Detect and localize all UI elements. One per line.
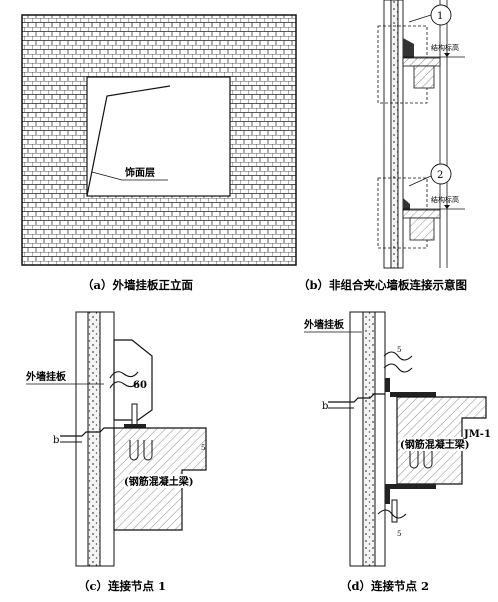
beam-label: (钢筋混凝土梁) (124, 475, 193, 488)
jm-label: JM-1 (463, 429, 491, 440)
panel-joint (60, 427, 114, 437)
elev-label-2: 结构标高 (431, 195, 459, 204)
caption-d: （d）连接节点 2 (340, 579, 429, 593)
elev-mark-2 (444, 205, 450, 209)
anchor-bar (109, 371, 139, 379)
detail-marker-2-label: 2 (437, 170, 443, 181)
upper-steel-angle (385, 378, 436, 397)
caption-a: （a）外墙挂板正立面 (82, 278, 193, 292)
wall-inner-leaf (397, 0, 404, 269)
dim-b: b (322, 401, 328, 412)
slab-2 (402, 209, 441, 219)
panel-c-detail: 60 (钢筋混凝土梁) 外墙挂板 b 5 （c）连接节点 1 (25, 311, 207, 593)
caption-b: （b）非组合夹心墙板连接示意图 (298, 278, 467, 292)
beam-1 (413, 65, 435, 89)
anchor-bar (109, 381, 139, 389)
connection-detail-box-2 (377, 177, 428, 249)
steel-plate (124, 424, 146, 428)
wall-panel-label: 外墙挂板 (25, 370, 67, 383)
wall-outer-leaf (383, 0, 392, 269)
panel-insulation (362, 311, 376, 567)
dim-5-bottom: 5 (397, 530, 401, 538)
finish-leader (91, 171, 123, 181)
panel-insulation (87, 311, 101, 567)
panel-joint (328, 393, 385, 403)
dim-60: 60 (133, 380, 147, 391)
beam-label: (钢筋混凝土梁) (400, 438, 469, 451)
beam-label-bg (400, 437, 466, 451)
dim-5: 5 (201, 444, 205, 452)
finish-layer-outline (86, 85, 171, 197)
marker-leader-1 (408, 14, 432, 23)
upper-anchor (383, 363, 413, 373)
elev-mark-1 (444, 53, 450, 57)
panel-outer-leaf (75, 311, 89, 567)
dim-5-top: 5 (397, 346, 401, 354)
beam-label-bg (124, 474, 194, 488)
caption-c: （c）连接节点 1 (78, 579, 166, 593)
detail-marker-2 (430, 163, 452, 185)
elev-label-1: 结构标高 (431, 43, 459, 52)
panel-inner-leaf (374, 311, 386, 567)
panel-a-elevation: 饰面层 （a）外墙挂板正立面 (21, 14, 297, 292)
upper-anchor (383, 351, 413, 361)
corbel (113, 339, 153, 421)
dim-b: b (53, 435, 59, 446)
window-opening (86, 76, 231, 197)
marker-leader-2 (408, 175, 432, 187)
lower-bolt (391, 499, 398, 523)
slab-1 (402, 57, 441, 67)
bolt (131, 403, 138, 427)
panel-inner-leaf (99, 311, 115, 567)
panel-outer-leaf (349, 311, 364, 567)
beam-2 (409, 217, 435, 241)
corbel-1 (403, 38, 414, 58)
wall-panel-label: 外墙挂板 (303, 318, 345, 331)
rebar-hook (129, 440, 153, 461)
detail-marker-1-label: 1 (437, 11, 443, 22)
lower-anchor (377, 509, 407, 519)
rebar-hook (409, 450, 433, 469)
lower-steel-angle (385, 484, 436, 504)
panel-d-detail: (钢筋混凝土梁) 外墙挂板 JM-1 b 5 5 （d）连接节点 2 (303, 311, 491, 593)
panel-b-schematic: 1 结构标高 2 结构标高 （b）非组合夹心墙板连接示意图 (298, 0, 467, 292)
wall-insulation (390, 0, 399, 269)
finish-layer-label: 饰面层 (125, 166, 155, 179)
